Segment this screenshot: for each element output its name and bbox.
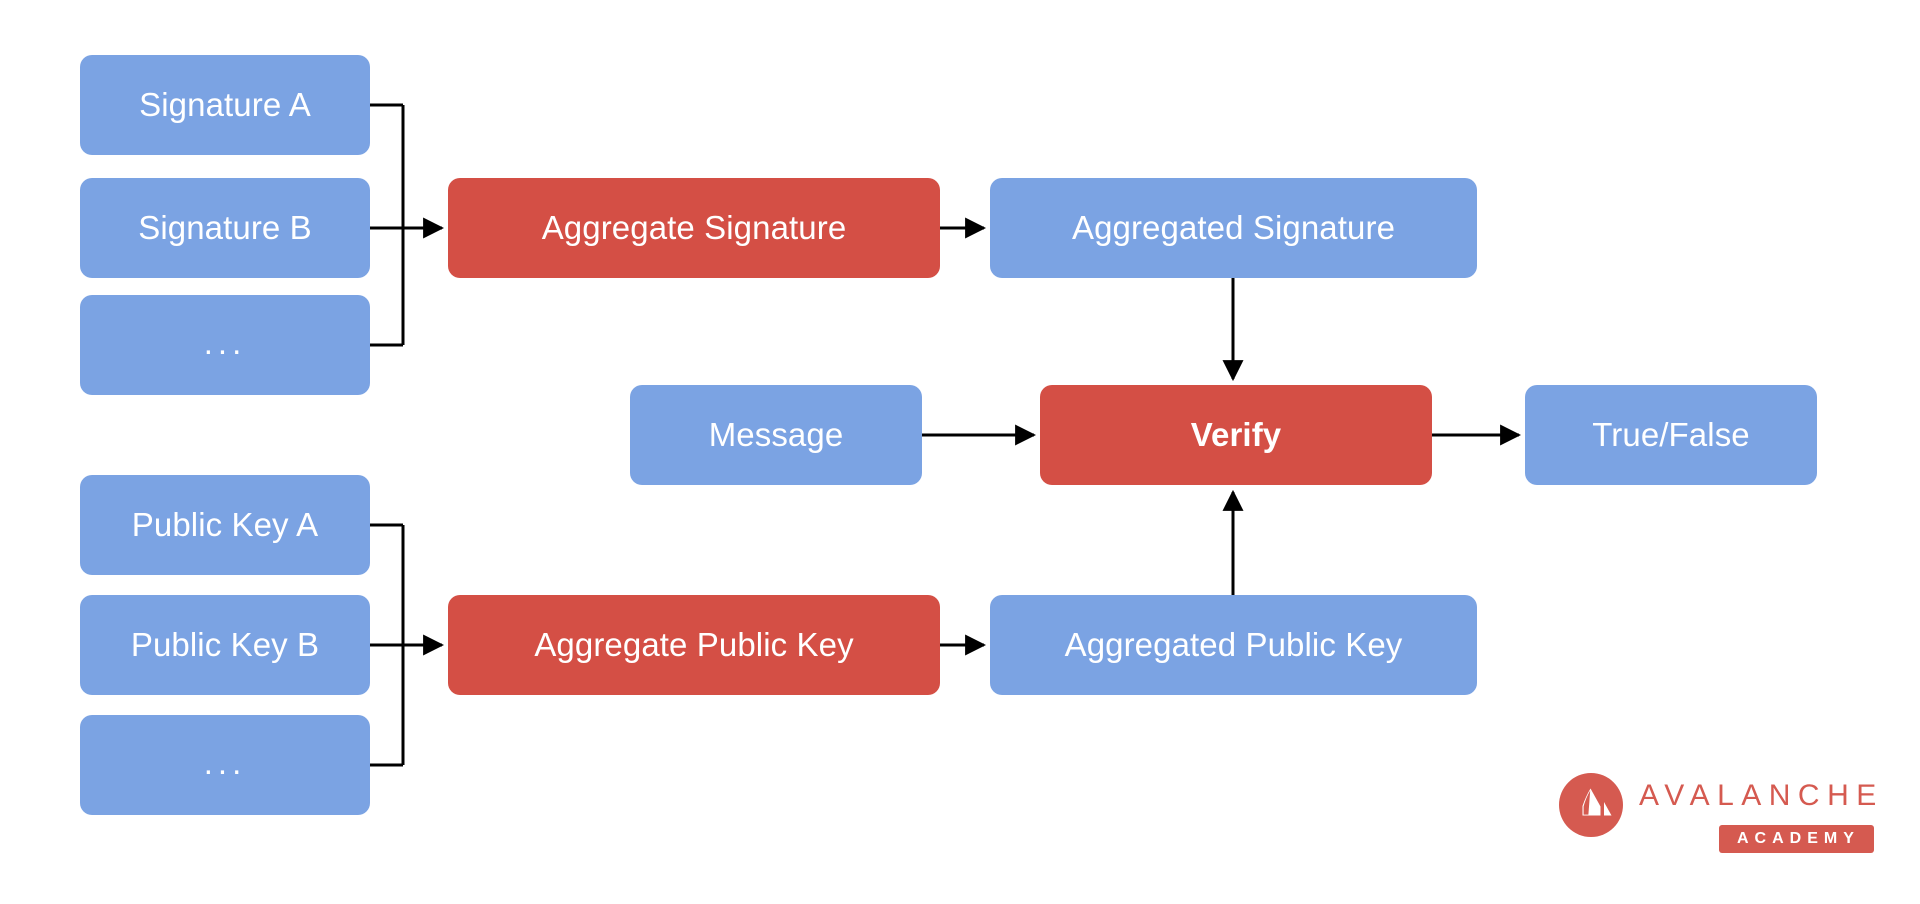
node-public-key-more-label: ... xyxy=(203,743,247,781)
node-signature-more[interactable]: ... xyxy=(80,295,370,395)
node-aggregate-public-key-label: Aggregate Public Key xyxy=(534,625,854,663)
avalanche-wordmark: AVALANCHE xyxy=(1639,779,1884,812)
node-aggregated-signature-label: Aggregated Signature xyxy=(1071,208,1396,246)
node-result[interactable]: True/False xyxy=(1525,385,1817,485)
node-signature-b[interactable]: Signature B xyxy=(80,178,370,278)
node-aggregate-signature-label: Aggregate Signature xyxy=(541,208,847,246)
node-public-key-a[interactable]: Public Key A xyxy=(80,475,370,575)
node-public-key-b[interactable]: Public Key B xyxy=(80,595,370,695)
node-aggregate-signature[interactable]: Aggregate Signature xyxy=(448,178,940,278)
avalanche-academy-logo: AVALANCHE ACADEMY xyxy=(1559,769,1889,865)
signature-bracket xyxy=(370,103,405,347)
node-message[interactable]: Message xyxy=(630,385,922,485)
avalanche-triangle-icon xyxy=(1559,773,1623,837)
node-aggregated-signature[interactable]: Aggregated Signature xyxy=(990,178,1477,278)
academy-badge-label: ACADEMY xyxy=(1737,830,1860,847)
node-signature-a[interactable]: Signature A xyxy=(80,55,370,155)
academy-badge: ACADEMY xyxy=(1719,825,1874,853)
node-public-key-a-label: Public Key A xyxy=(131,505,319,543)
node-result-label: True/False xyxy=(1592,415,1750,453)
node-public-key-b-label: Public Key B xyxy=(130,625,320,663)
node-aggregate-public-key[interactable]: Aggregate Public Key xyxy=(448,595,940,695)
node-signature-a-label: Signature A xyxy=(139,85,311,123)
node-public-key-more[interactable]: ... xyxy=(80,715,370,815)
node-aggregated-public-key[interactable]: Aggregated Public Key xyxy=(990,595,1477,695)
node-aggregated-public-key-label: Aggregated Public Key xyxy=(1064,625,1403,663)
node-verify-label: Verify xyxy=(1190,415,1282,453)
public-key-bracket xyxy=(370,523,405,767)
node-message-label: Message xyxy=(708,415,844,453)
node-verify[interactable]: Verify xyxy=(1040,385,1432,485)
node-signature-more-label: ... xyxy=(203,323,247,361)
node-signature-b-label: Signature B xyxy=(138,208,312,246)
